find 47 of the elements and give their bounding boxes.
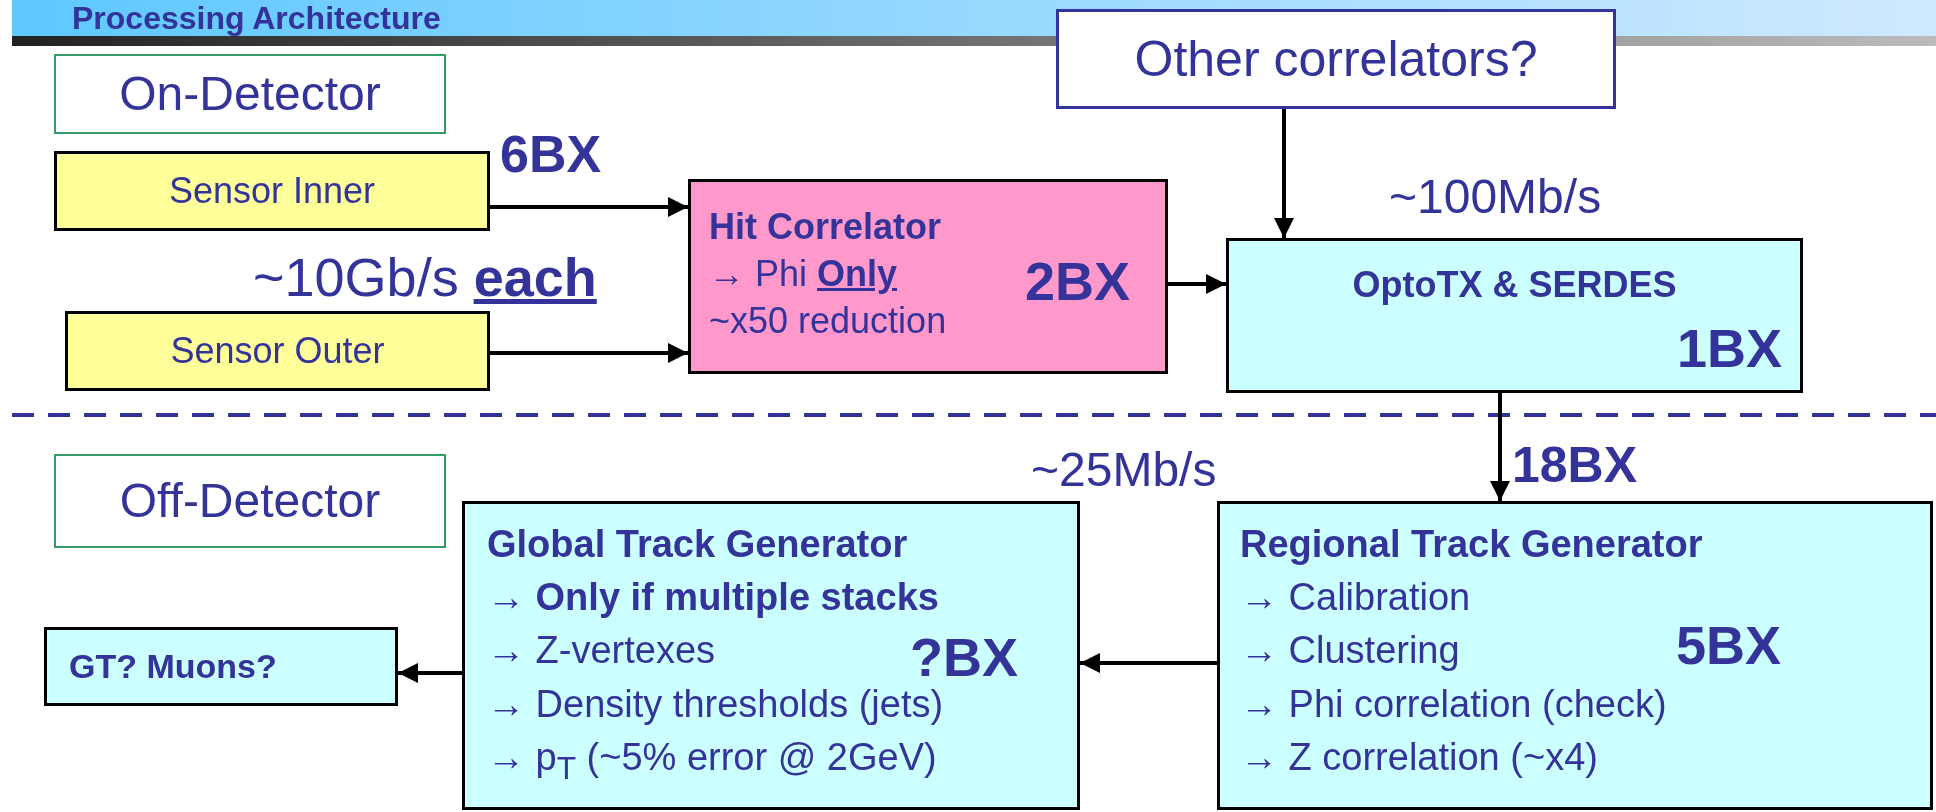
arrow: [398, 663, 462, 683]
arrow: [490, 197, 688, 217]
latency-label: 18BX: [1512, 440, 1638, 490]
box-text: → p$_{T}$ (~5% error @ 2GeV): [487, 734, 937, 788]
box-text: → Phi correlation (check): [1240, 681, 1667, 727]
box-title: Sensor Inner: [168, 169, 376, 213]
box-title: Regional Track Generator: [1240, 522, 1703, 567]
box-title: OptoTX & SERDES: [1352, 263, 1677, 307]
process-box: [1217, 501, 1933, 810]
latency-label: 2BX: [1025, 254, 1131, 308]
rate-label: ~25Mb/s: [1031, 446, 1217, 494]
section-box: [54, 54, 446, 134]
latency-label: 5BX: [1676, 618, 1782, 672]
sensor-box: [65, 311, 490, 391]
rate-label: ~100Mb/s: [1389, 173, 1602, 221]
arrow: [490, 343, 688, 363]
box-title: On-Detector: [119, 66, 381, 123]
box-title: Other correlators?: [1134, 30, 1538, 89]
latency-label: 1BX: [1676, 321, 1782, 375]
slide-title: Processing Architecture: [72, 1, 441, 35]
box-text: → Clustering: [1240, 628, 1460, 674]
box-title: Off-Detector: [119, 473, 381, 530]
box-text: → Z correlation (~x4): [1240, 734, 1598, 780]
box-text: ~x50 reduction: [709, 298, 947, 343]
arrow: [1490, 393, 1510, 501]
process-box: [1226, 238, 1803, 393]
box-title: GT? Muons?: [69, 646, 277, 687]
section-box: [54, 454, 446, 548]
output-box: [44, 627, 398, 706]
arrow: [1168, 274, 1226, 294]
box-text: → Density thresholds (jets): [487, 681, 944, 727]
box-title: Sensor Outer: [170, 329, 385, 373]
arrow: [1274, 109, 1294, 238]
box-title: Global Track Generator: [487, 522, 908, 567]
process-box: [462, 501, 1080, 810]
process-box: [688, 179, 1168, 374]
box-text: → Z-vertexes: [487, 628, 716, 674]
sensor-box: [54, 151, 490, 231]
latency-label: 6BX: [500, 128, 602, 180]
latency-label: ?BX: [910, 630, 1018, 684]
arrow: [1080, 653, 1217, 673]
box-text: → Phi Only: [709, 251, 898, 296]
note-box: [1056, 9, 1616, 109]
box-text: → Only if multiple stacks: [487, 575, 939, 621]
box-title: Hit Correlator: [709, 205, 942, 249]
box-text: → Calibration: [1240, 575, 1471, 621]
rate-label: ~10Gb/s each: [253, 250, 597, 304]
